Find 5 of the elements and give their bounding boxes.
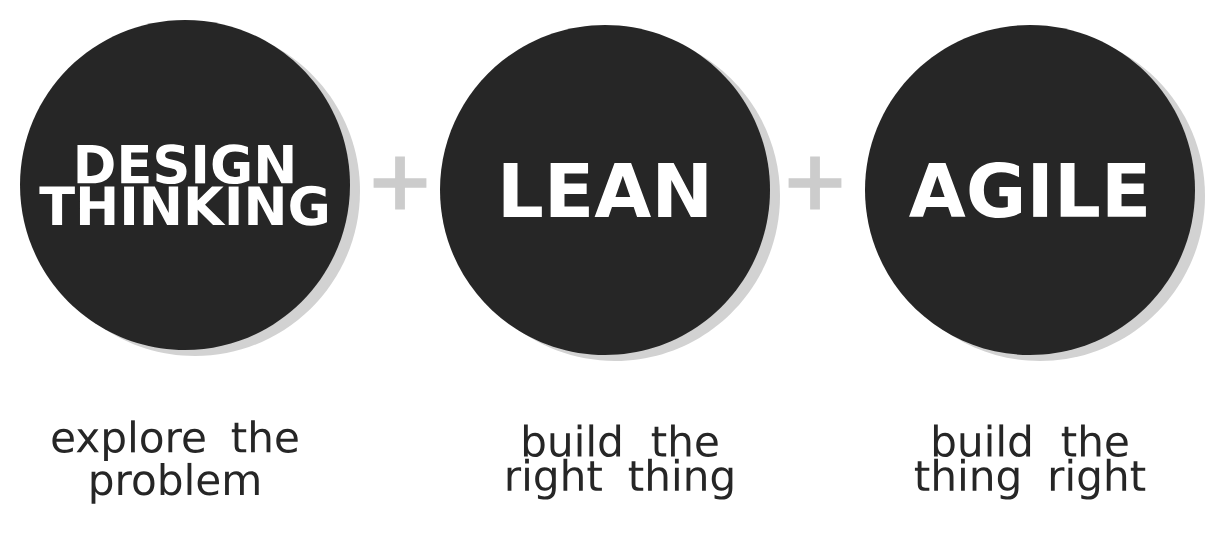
- node-label: build the right thing: [507, 424, 733, 500]
- node-label: explore the problem: [52, 420, 298, 504]
- plus-sign: +: [373, 156, 427, 210]
- plus-sign: +: [788, 156, 842, 210]
- node-label: build the thing right: [914, 424, 1146, 500]
